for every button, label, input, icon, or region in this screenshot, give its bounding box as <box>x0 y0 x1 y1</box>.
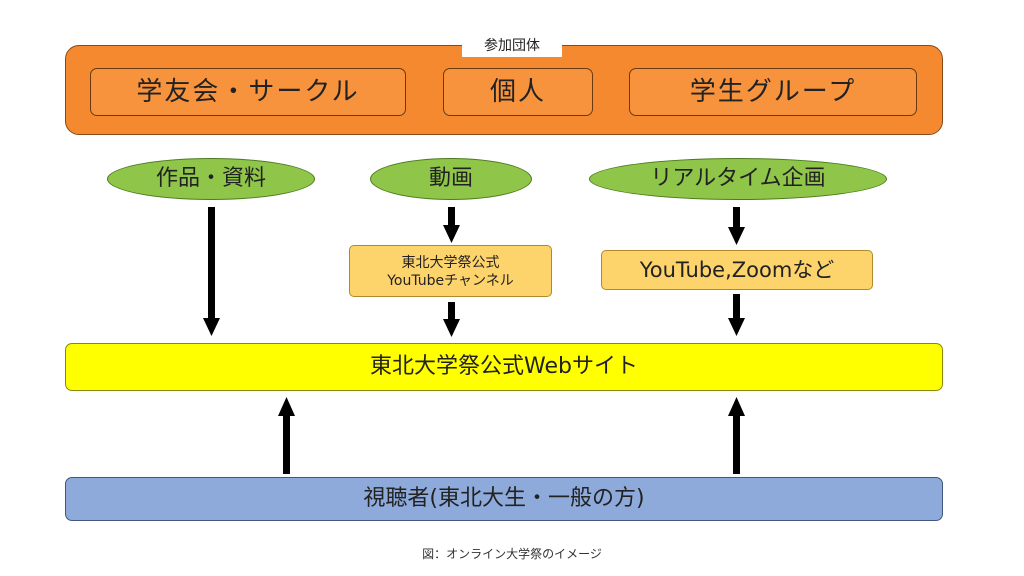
ellipse-video: 動画 <box>370 158 532 200</box>
arrow-viewers-to-website-left <box>278 397 295 474</box>
participating-groups-label: 参加団体 <box>462 35 562 57</box>
official-website-bar: 東北大学祭公式Webサイト <box>65 343 943 391</box>
ellipse-works-materials: 作品・資料 <box>107 158 315 200</box>
arrow-live-to-website <box>728 294 745 336</box>
youtube-channel-line1: 東北大学祭公式 <box>401 255 500 271</box>
youtube-channel-line2: YouTubeチャンネル <box>387 273 514 289</box>
group-individual: 個人 <box>443 68 593 116</box>
viewers-bar: 視聴者(東北大生・一般の方) <box>65 477 943 521</box>
arrow-viewers-to-website-right <box>728 397 745 474</box>
group-club-circle: 学友会・サークル <box>90 68 406 116</box>
figure-caption: 図：オンライン大学祭のイメージ <box>422 547 602 561</box>
arrow-works-to-website <box>203 207 220 336</box>
arrow-realtime-to-live <box>728 207 745 245</box>
youtube-zoom-box: YouTube,Zoomなど <box>601 250 873 290</box>
youtube-channel-box: 東北大学祭公式 YouTubeチャンネル <box>349 245 552 297</box>
arrow-video-to-channel <box>443 207 460 243</box>
ellipse-realtime-events: リアルタイム企画 <box>589 158 887 200</box>
arrow-channel-to-website <box>443 302 460 337</box>
group-student-groups: 学生グループ <box>629 68 917 116</box>
